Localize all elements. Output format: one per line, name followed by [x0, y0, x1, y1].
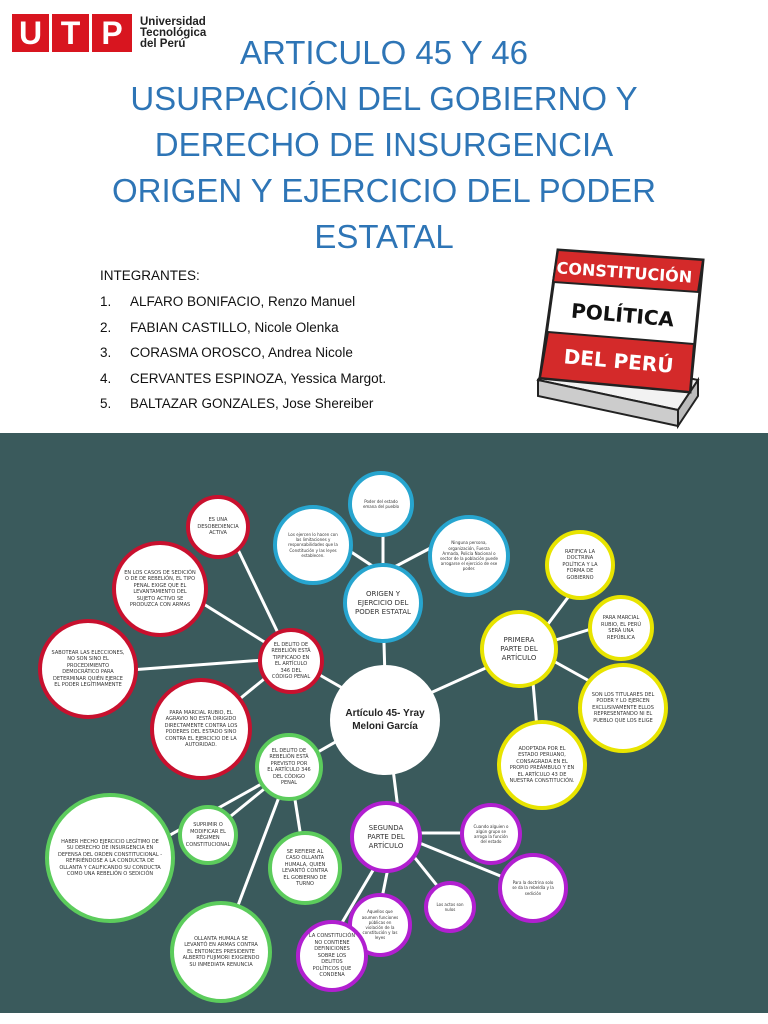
member-item: 4.CERVANTES ESPINOZA, Yessica Margot.	[100, 370, 387, 386]
yellow-node-1: Ratifica la doctrina política y la forma…	[545, 530, 615, 600]
red-node-3: Sabotear las elecciones, no son sino el …	[38, 619, 138, 719]
member-item: 5.BALTAZAR GONZALES, Jose Shereiber	[100, 396, 374, 411]
title-line-2: USURPACIÓN DEL GOBIERNO Y	[130, 80, 638, 117]
red-node-2: En los casos de sedición o de de rebelió…	[112, 541, 208, 637]
topic-primera-parte: PRIMERA PARTE DEL ARTÍCULO	[480, 610, 558, 688]
constitution-book-illustration: CONSTITUCIÓN POLÍTICA DEL PERÚ	[536, 248, 705, 430]
logo-letter-p: P	[101, 14, 123, 51]
utp-logo: U T P Universidad Tecnológica del Perú	[12, 14, 206, 52]
green-node-1: Haber hecho ejercicio legítimo de su der…	[45, 793, 175, 923]
utp-logo-mark: U T P	[12, 14, 132, 52]
red-node-1: Es una desobediencia activa	[186, 495, 250, 559]
member-item: 2.FABIAN CASTILLO, Nicole Olenka	[100, 319, 339, 335]
title-line-1: ARTICULO 45 Y 46	[240, 34, 528, 71]
green-node-3: Se refiere al caso Ollanta Humala, quien…	[268, 831, 342, 905]
purple-node-2: Para la doctrina solo se da la rebeldía …	[498, 853, 568, 923]
member-item: 1.ALFARO BONIFACIO, Renzo Manuel	[100, 294, 356, 309]
green-node-2: Suprimir o modificar el régimen constitu…	[178, 805, 238, 865]
members-list: INTEGRANTES: 1.ALFARO BONIFACIO, Renzo M…	[100, 268, 386, 422]
university-name: Universidad Tecnológica del Perú	[140, 15, 207, 50]
green-node-4: Ollanta Humala se levantó en armas contr…	[170, 901, 272, 1003]
member-item: 3.CORASMA OROSCO, Andrea Nicole	[100, 345, 353, 360]
green-center-node: El delito de rebelión está previsto por …	[255, 733, 323, 801]
purple-node-3: Los actos son nulos	[424, 881, 476, 933]
blue-node-top: Poder del estado emana del pueblo	[348, 471, 414, 537]
blue-node-left: Los ejercen lo hacen con las limitacione…	[273, 505, 353, 585]
members-label: INTEGRANTES:	[100, 268, 200, 283]
topic-segunda-parte: SEGUNDA PARTE DEL ARTÍCULO	[350, 801, 422, 873]
yellow-node-3: Son los titulares del poder y lo ejercen…	[578, 663, 668, 753]
topic-origen: ORIGEN Y EJERCICIO DEL PODER ESTATAL	[343, 563, 423, 643]
hub-node: Artículo 45- Yray Meloni García	[330, 665, 440, 775]
purple-node-1: Cuando alguien o algún grupo se arroga l…	[460, 803, 522, 865]
logo-letter-t: T	[52, 14, 92, 52]
logo-letter-u: U	[12, 14, 52, 52]
page-title: ARTICULO 45 Y 46 USURPACIÓN DEL GOBIERNO…	[90, 30, 678, 260]
yellow-node-4: Adoptada por el estado peruano, consagra…	[497, 720, 587, 810]
yellow-node-2: Para Marcial Rubio, el Perú será una rep…	[588, 595, 654, 661]
title-line-3: DERECHO DE INSURGENCIA	[154, 126, 614, 163]
blue-node-right: Ninguna persona, organización, Fuerza Ar…	[428, 515, 510, 597]
purple-node-5: La constitución no contiene definiciones…	[296, 920, 368, 992]
red-center-node: El delito de rebelión está tipificado en…	[258, 628, 324, 694]
mind-map: Artículo 45- Yray Meloni García ORIGEN Y…	[0, 433, 768, 1013]
title-line-4: ORIGEN Y EJERCICIO DEL PODER	[111, 172, 657, 209]
title-line-5: ESTATAL	[314, 218, 454, 255]
red-node-4: Para Marcial Rubio, el agravio no está d…	[150, 678, 252, 780]
